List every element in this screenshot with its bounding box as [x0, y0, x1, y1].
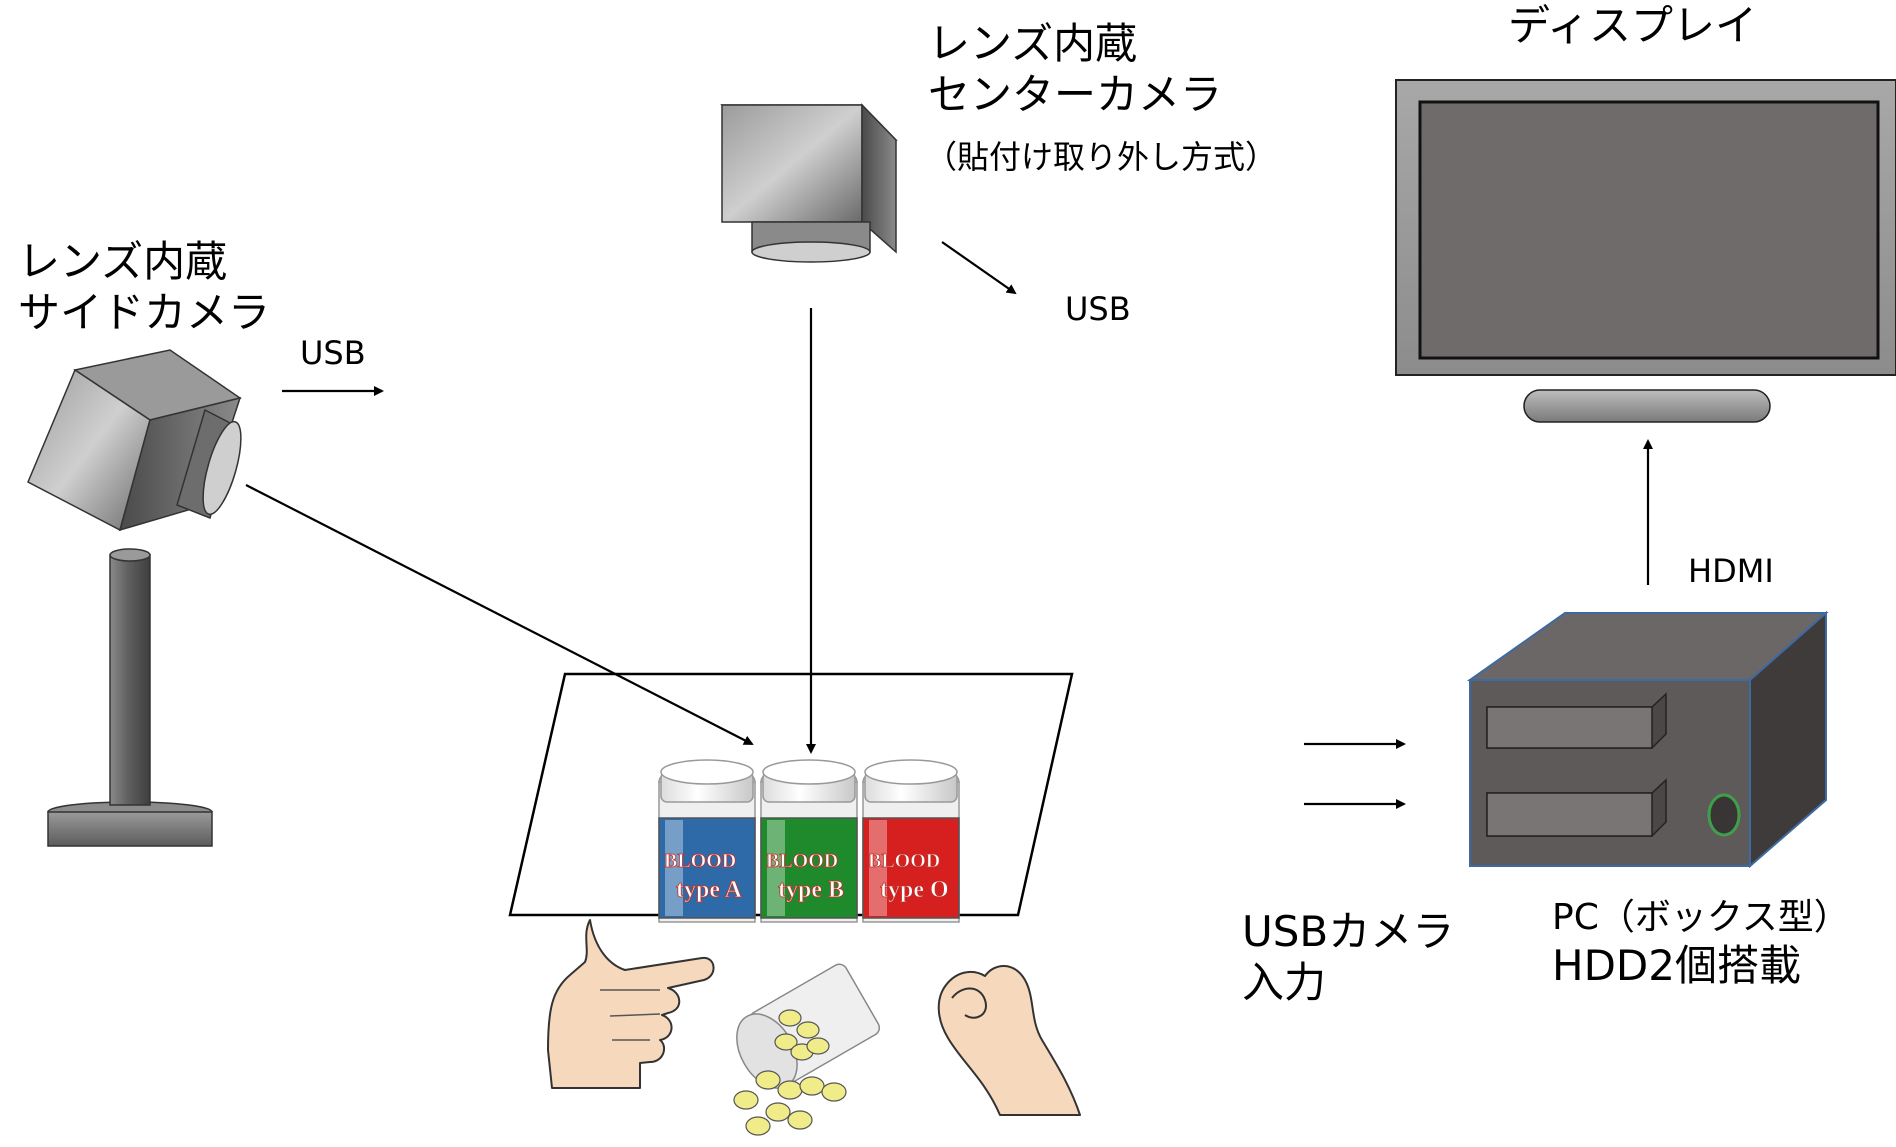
bottle-o-label-1: BLOOD [868, 850, 940, 872]
side-camera [27, 349, 242, 847]
center-camera-label-line1: レンズ内蔵 [928, 19, 1138, 68]
table-surface [508, 672, 1074, 917]
pointing-hand [547, 919, 715, 1089]
side-camera-to-table-arrow [245, 484, 754, 745]
center-camera-label: レンズ内蔵 センターカメラ [928, 18, 1222, 120]
center-camera [720, 103, 898, 263]
pc-box [1466, 610, 1829, 869]
pills [733, 1009, 847, 1136]
side-camera-label-line1: レンズ内蔵 [18, 237, 228, 286]
bottle-a-label-2: type A [676, 877, 743, 903]
usb-center-label: USB [1065, 290, 1131, 328]
center-camera-mount-note: （貼付け取り外し方式） [925, 138, 1278, 176]
bottle-b-label-1: BLOOD [766, 850, 838, 872]
center-camera-label-line2: センターカメラ [928, 70, 1223, 120]
bottle-b-label-2: type B [778, 877, 844, 903]
bottle-type-b [760, 759, 858, 923]
pc-label-line1: PC（ボックス型） [1552, 897, 1850, 938]
side-camera-label-line2: サイドカメラ [18, 288, 271, 338]
display-monitor [1395, 79, 1896, 423]
hdmi-label: HDMI [1688, 552, 1774, 590]
pc-label-line2: HDD2個搭載 [1552, 940, 1801, 990]
bottle-type-a [658, 759, 756, 923]
display-label: ディスプレイ [1508, 1, 1758, 50]
bottle-o-label-2: type O [880, 877, 949, 903]
pinching-hand [937, 965, 1081, 1116]
usb-input-label-line2: 入力 [1242, 958, 1327, 1008]
usb-center-arrow [941, 241, 1017, 295]
side-camera-label: レンズ内蔵 サイドカメラ [18, 236, 270, 338]
usb-side-label: USB [300, 334, 366, 372]
bottle-a-label-1: BLOOD [664, 850, 736, 872]
bottle-type-o [862, 759, 960, 923]
pc-label: PC（ボックス型） HDD2個搭載 [1552, 896, 1850, 991]
usb-input-label-line1: USBカメラ [1242, 907, 1455, 956]
usb-input-label: USBカメラ 入力 [1242, 906, 1454, 1008]
